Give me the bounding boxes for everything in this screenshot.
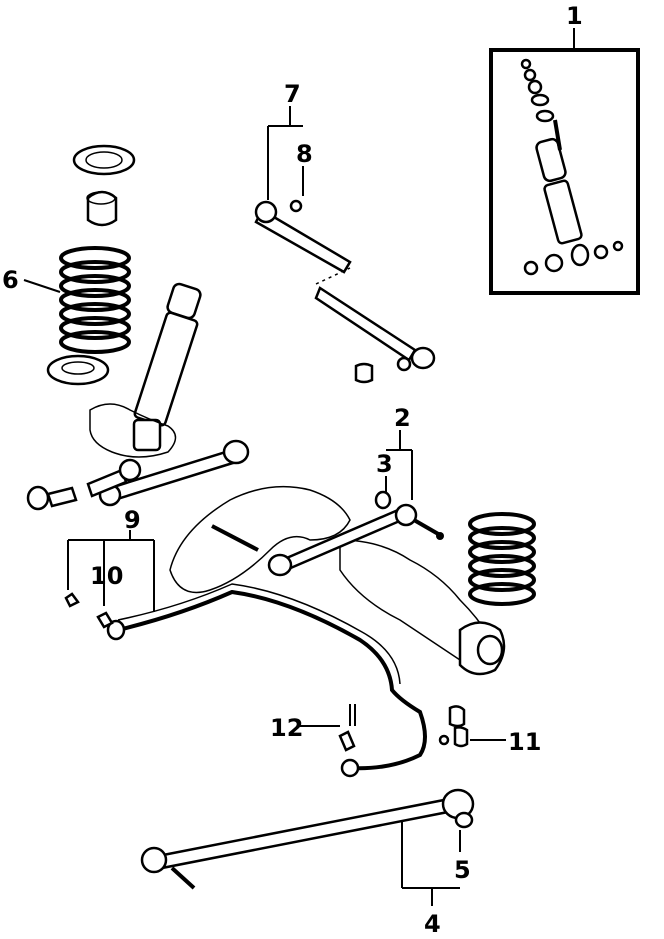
callout-5: 5 bbox=[454, 856, 471, 884]
callout-numbers: 1 7 8 6 2 3 9 10 12 11 5 4 bbox=[2, 2, 583, 938]
callout-7: 7 bbox=[284, 80, 301, 108]
upper-control-arm bbox=[254, 199, 436, 384]
lower-control-arm-left bbox=[26, 439, 250, 511]
callout-10: 10 bbox=[90, 562, 123, 590]
callout-1: 1 bbox=[566, 2, 583, 30]
callout-12: 12 bbox=[270, 714, 303, 742]
coil-spring-front bbox=[46, 144, 136, 386]
callout-11: 11 bbox=[508, 728, 541, 756]
lateral-link bbox=[211, 490, 444, 577]
callout-3: 3 bbox=[376, 450, 393, 478]
inset-box bbox=[489, 48, 640, 295]
callout-9: 9 bbox=[124, 506, 141, 534]
callout-6: 6 bbox=[2, 266, 19, 294]
callout-4: 4 bbox=[424, 910, 441, 938]
shock-kit-inset bbox=[489, 28, 640, 295]
stabilizer-bar bbox=[64, 583, 469, 778]
callout-lines bbox=[23, 106, 506, 906]
coil-spring-right bbox=[468, 512, 536, 606]
shock-absorber-installed bbox=[132, 282, 202, 452]
axle-housing bbox=[89, 403, 506, 676]
callout-8: 8 bbox=[296, 140, 313, 168]
trailing-arm bbox=[140, 788, 475, 890]
callout-2: 2 bbox=[394, 404, 411, 432]
